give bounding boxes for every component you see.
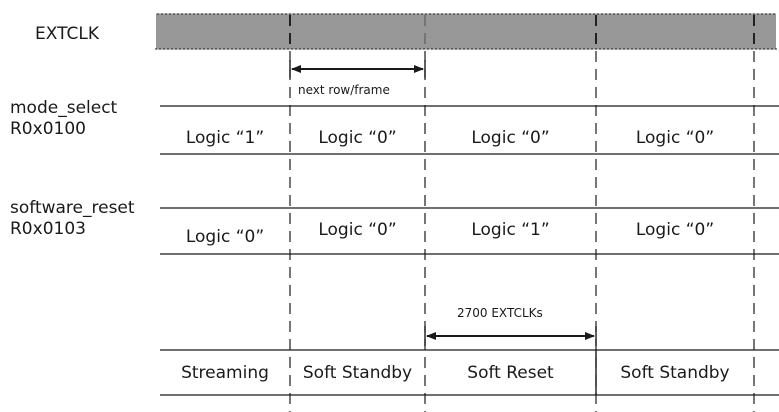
state-cell: Soft Standby [302,363,413,383]
extclk-waveform [155,13,777,50]
mode-select-rails [160,105,779,155]
software-reset-rails [160,207,779,255]
state-cell: Soft Standby [620,363,730,383]
state-cell: Streaming [181,363,269,383]
software-reset-value: Logic “1” [471,220,550,240]
mode-select-value: Logic “1” [185,128,265,148]
extclk-label: EXTCLK [35,24,99,44]
extclk-count-label: 2700 EXTCLKs [457,306,543,320]
software-reset-name: software_reset [10,198,135,218]
software-reset-register: R0x0103 [10,219,86,239]
software-reset-value: Logic “0” [318,220,397,240]
software-reset-value: Logic “0” [635,220,715,240]
mode-select-value: Logic “0” [635,128,715,148]
state-row-frame [160,349,779,396]
mode-select-value: Logic “0” [471,128,550,148]
mode-select-name: mode_select [10,98,118,118]
timing-boundaries [289,15,755,412]
mode-select-value: Logic “0” [318,128,397,148]
mode-select-register: R0x0100 [10,119,86,139]
software-reset-value: Logic “0” [185,227,265,247]
state-cell: Soft Reset [467,363,554,383]
next-row-frame-label: next row/frame [298,83,390,97]
extclk-count-arrow [424,326,597,346]
next-row-frame-arrow [289,60,426,78]
